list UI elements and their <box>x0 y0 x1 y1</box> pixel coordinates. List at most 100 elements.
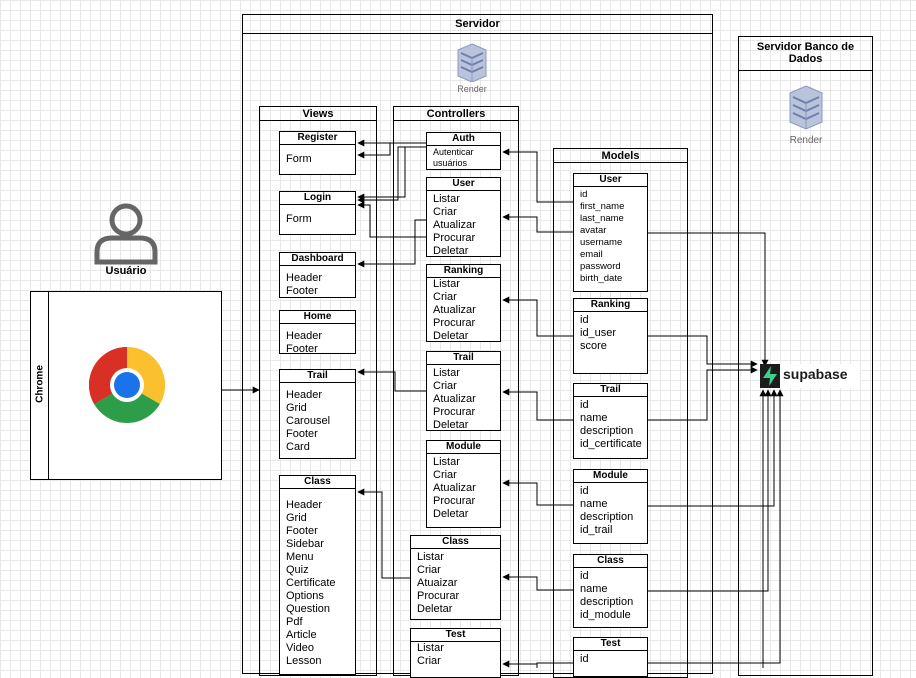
user-icon <box>94 203 158 265</box>
view-field: Grid <box>286 402 307 414</box>
controller-field: Deletar <box>417 603 453 615</box>
view-field: Options <box>286 590 324 602</box>
model-field: id <box>580 570 589 582</box>
controller-title: Class <box>411 536 500 549</box>
chrome-label: Chrome <box>34 365 46 403</box>
models-title: Models <box>554 149 687 163</box>
view-field: Form <box>286 213 312 225</box>
controller-field: Listar <box>433 193 460 205</box>
controller-field: Deletar <box>433 245 469 257</box>
model-field: score <box>580 340 607 352</box>
view-title: Register <box>280 132 355 145</box>
controller-field: Atualizar <box>433 304 476 316</box>
chrome-logo-icon <box>89 347 165 423</box>
view-field: Header <box>286 389 323 401</box>
view-title: Class <box>280 476 355 489</box>
controller-field: Procurar <box>433 317 476 329</box>
controller-title: Test <box>411 629 500 642</box>
view-field: Question <box>286 603 331 615</box>
model-field: id <box>580 189 588 200</box>
views-group: Views <box>259 106 377 676</box>
db-render-icon: Render <box>786 84 826 148</box>
controller-field: Listar <box>417 551 444 563</box>
chrome-header <box>31 292 49 479</box>
db-render-label: Render <box>789 135 823 146</box>
controller-field: Procurar <box>417 590 460 602</box>
model-field: email <box>580 249 603 260</box>
model-field: last_name <box>580 213 624 224</box>
controllers-title: Controllers <box>394 107 518 121</box>
model-field: id_module <box>580 609 631 621</box>
server-render-label: Render <box>457 84 487 94</box>
controller-title: User <box>427 178 500 191</box>
controller-field: Atuaizar <box>417 577 458 589</box>
server-render-icon: Render <box>454 42 490 98</box>
user-label: Usuário <box>105 265 147 277</box>
view-field: Sidebar <box>286 538 324 550</box>
controller-title: Trail <box>427 352 500 365</box>
view-field: Article <box>286 629 317 641</box>
controller-field: Autenticar <box>433 147 474 157</box>
controller-field: Listar <box>433 367 460 379</box>
model-field: password <box>580 261 621 272</box>
view-field: Grid <box>286 512 307 524</box>
controller-field: Criar <box>433 206 457 218</box>
controller-field: Deletar <box>433 508 469 520</box>
model-field: birth_date <box>580 273 623 284</box>
controller-field: Procurar <box>433 495 476 507</box>
model-field: description <box>580 596 634 608</box>
controller-field: Criar <box>433 380 457 392</box>
controller-field: Criar <box>433 469 457 481</box>
model-field: id_certificate <box>580 438 642 450</box>
database-icon <box>789 85 823 130</box>
database-icon <box>457 43 487 83</box>
view-field: Menu <box>286 551 314 563</box>
chrome-browser: Chrome <box>30 291 222 480</box>
db-server-title: Servidor Banco de Dados <box>739 37 872 71</box>
view-title: Trail <box>280 370 355 383</box>
view-title: Dashboard <box>280 253 355 266</box>
view-field: Header <box>286 272 323 284</box>
model-field: id <box>580 653 589 665</box>
controller-title: Auth <box>427 133 500 146</box>
view-field: Carousel <box>286 415 331 427</box>
controller-field: Listar <box>433 456 460 468</box>
model-field: id <box>580 485 589 497</box>
model-field: name <box>580 583 608 595</box>
controller-field: Procurar <box>433 406 476 418</box>
model-field: first_name <box>580 201 625 212</box>
controller-field: Listar <box>417 642 444 654</box>
views-title: Views <box>260 107 376 121</box>
model-field: id <box>580 314 589 326</box>
view-fields: Form <box>286 153 312 166</box>
model-field: avatar <box>580 225 607 236</box>
model-field: username <box>580 237 623 248</box>
view-title: Home <box>280 311 355 324</box>
model-title: Test <box>574 638 647 651</box>
